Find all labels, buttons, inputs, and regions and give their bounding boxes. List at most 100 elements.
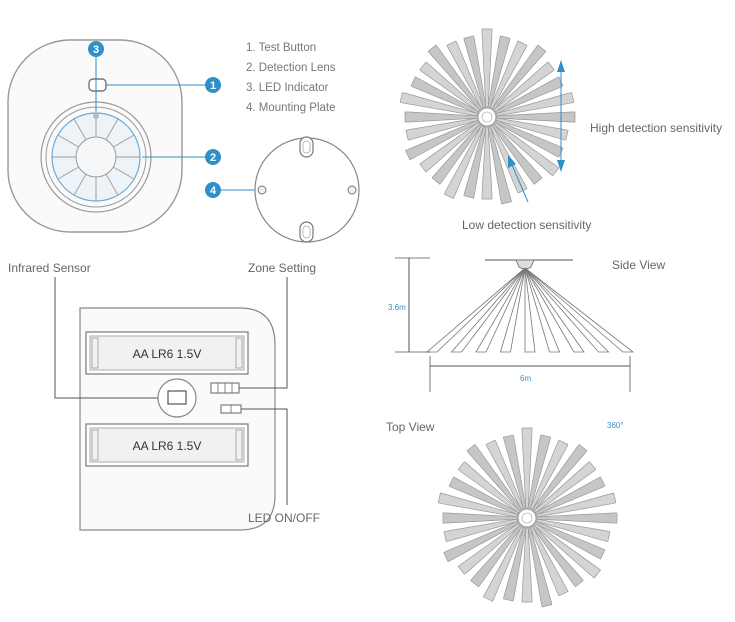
legend-item-detection-lens: 2. Detection Lens (246, 62, 336, 74)
detection-beam (502, 434, 527, 509)
led-onoff-label: LED ON/OFF (248, 511, 320, 525)
legend-item-test-button: 1. Test Button (246, 42, 316, 54)
detection-beam (405, 119, 479, 161)
detection-beam (527, 527, 553, 608)
detection-beam (443, 125, 485, 199)
detection-beam (533, 461, 597, 514)
lens-segment-line (57, 166, 79, 180)
side-beam (524, 267, 536, 353)
side-beam (524, 267, 585, 353)
detection-pattern-top (399, 28, 576, 205)
lens-center (75, 136, 117, 178)
badge-1 (205, 77, 221, 93)
detection-beam (463, 35, 487, 108)
lens-segment-line (113, 166, 135, 180)
detection-beam (487, 35, 511, 108)
side-beam (450, 267, 526, 353)
lens-segment-line (105, 118, 119, 140)
detection-beam (487, 126, 512, 205)
detection-beam (442, 512, 518, 524)
detection-beam (427, 44, 483, 111)
detection-beam (531, 444, 588, 512)
detection-beam (521, 427, 533, 509)
badge-3 (88, 41, 104, 57)
lens-segment-line (113, 134, 135, 148)
detection-beam (521, 527, 533, 603)
side-beam (475, 267, 526, 353)
test-button (88, 78, 107, 92)
mount-slot-bottom (299, 221, 314, 243)
detection-beam (491, 123, 543, 185)
lens-segments (52, 113, 140, 201)
side-beam (524, 267, 561, 353)
detection-beam (463, 126, 487, 199)
zone-setting-label: Zone Setting (248, 261, 316, 275)
detection-beam (410, 76, 479, 115)
detection-beam (491, 44, 547, 111)
width-label: 6m (520, 374, 531, 383)
detection-beam (493, 121, 560, 177)
detection-beam (443, 520, 519, 563)
side-beam (524, 267, 635, 353)
detection-beam (495, 119, 564, 158)
sensor-center-top (477, 107, 497, 127)
mount-screw-right (347, 185, 357, 195)
detection-beam (489, 40, 528, 109)
detection-beam (529, 526, 569, 597)
detection-beam (437, 492, 518, 518)
legend-item-led-indicator: 3. LED Indicator (246, 82, 329, 94)
legend-item-mounting-plate: 4. Mounting Plate (246, 102, 336, 114)
high-sensitivity-label: High detection sensitivity (590, 121, 722, 135)
detection-beam (446, 40, 485, 109)
detection-beam (496, 117, 569, 141)
badge-1-number: 1 (210, 80, 216, 92)
mount-screw-left (257, 185, 267, 195)
mounting-plate: 4 (205, 136, 360, 243)
detection-beam (443, 518, 518, 543)
detection-beam (457, 461, 521, 514)
detection-beam (536, 518, 611, 543)
side-view: 3.6m 6m (388, 257, 635, 392)
detection-beam (533, 522, 601, 579)
lens-segment-line (73, 118, 87, 140)
detection-beam (535, 520, 606, 560)
lens-segment-line (73, 174, 87, 196)
callout-zone (239, 277, 288, 389)
badge-4-number: 4 (210, 185, 217, 197)
side-view-label: Side View (612, 258, 665, 272)
arrow-up-icon (557, 60, 565, 72)
detection-beam (536, 492, 617, 518)
detection-beam (527, 434, 552, 509)
detection-beam (481, 126, 493, 200)
sensor-back-view: AA LR6 1.5V AA LR6 1.5V (54, 277, 288, 531)
detection-beam (496, 92, 575, 117)
detection-beam (448, 476, 519, 516)
detection-beam (493, 61, 555, 113)
detection-beam (466, 444, 523, 512)
detection-beam (531, 524, 584, 588)
mount-slot-top (299, 136, 314, 158)
led-indicator (93, 113, 99, 119)
lens-segment-line (105, 174, 119, 196)
side-beam (499, 267, 526, 353)
lens-segment-line (57, 134, 79, 148)
detection-beam (419, 61, 481, 113)
angle-label: 360° (607, 421, 624, 430)
arrow-down-icon (557, 160, 565, 172)
detection-beam (535, 476, 606, 516)
callout-infrared (54, 277, 158, 399)
badge-3-number: 3 (93, 44, 99, 56)
detection-beam (502, 527, 527, 602)
detection-beam (495, 76, 564, 115)
side-beam (425, 267, 526, 353)
detection-beam (470, 524, 523, 588)
detection-beam (431, 123, 483, 185)
callout-led (241, 408, 288, 505)
top-view-label: Top View (386, 420, 435, 434)
sensor-front-view: 3 1 2 (7, 39, 221, 233)
sensor-center-bottom (517, 508, 537, 528)
badge-2 (205, 149, 221, 165)
low-sensitivity-label: Low detection sensitivity (462, 218, 591, 232)
detection-beam (481, 28, 493, 108)
